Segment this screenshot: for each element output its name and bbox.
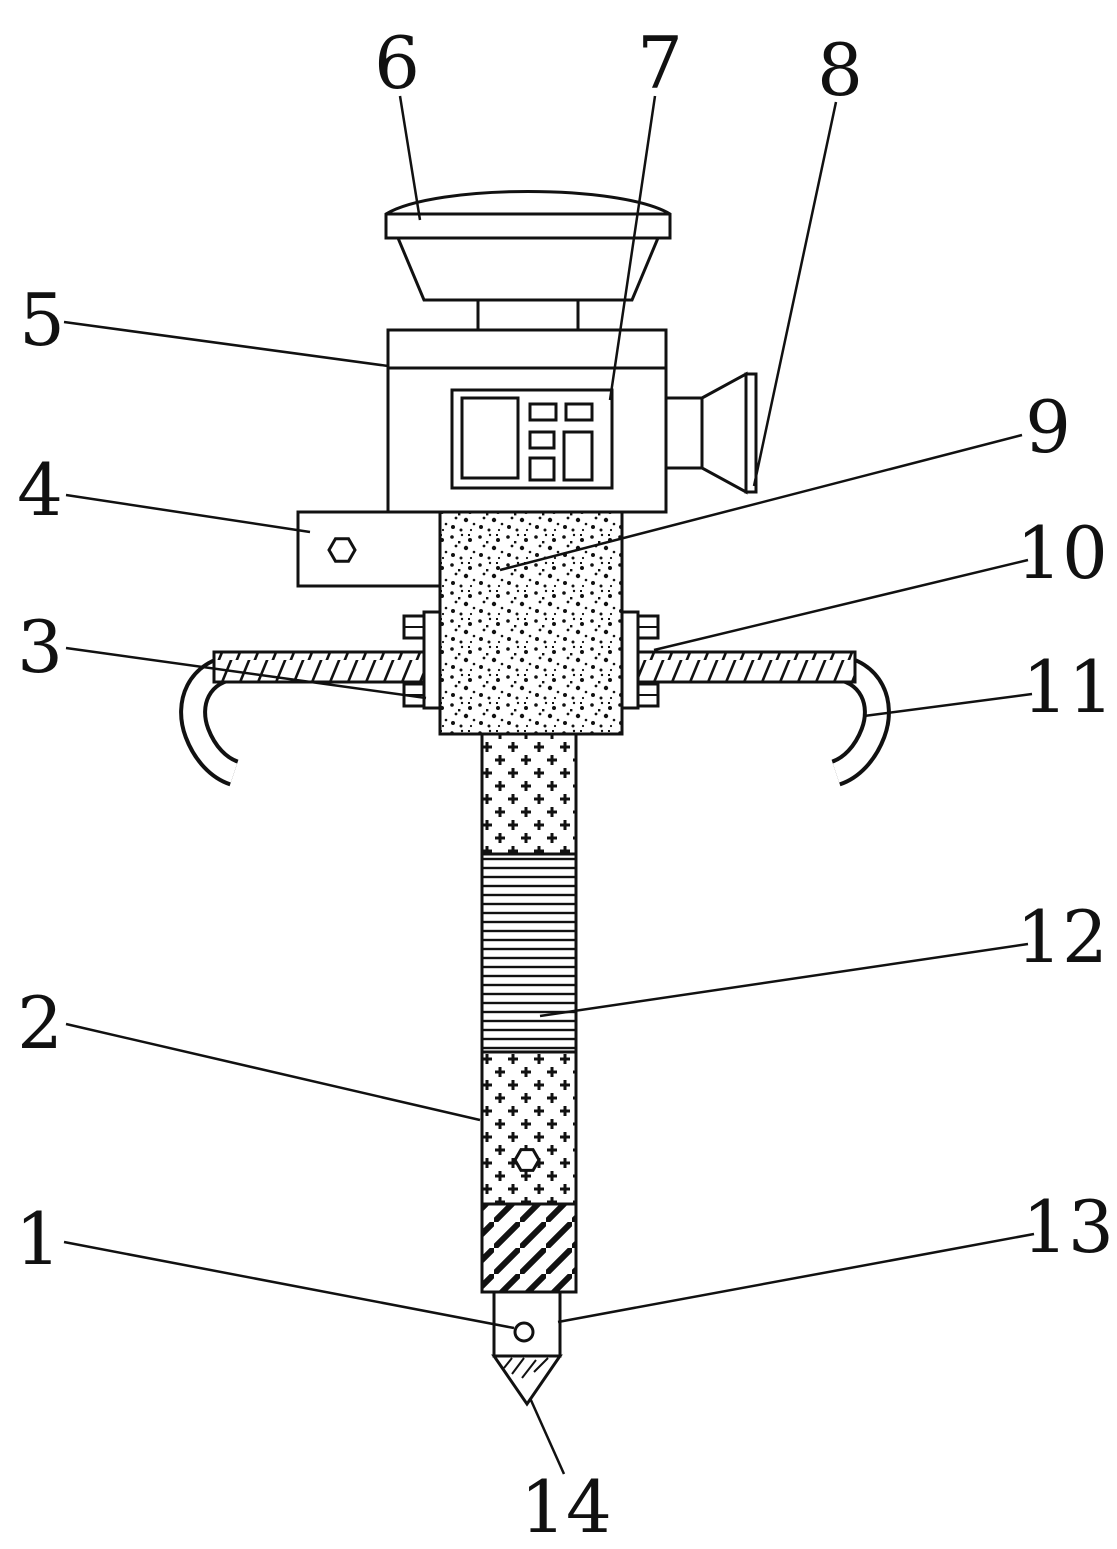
- signal-horn: [664, 371, 758, 495]
- leader-line-6: [398, 95, 422, 221]
- label-8: 8: [817, 28, 863, 112]
- antenna-skirt: [395, 236, 661, 302]
- tip-hole: [513, 1321, 535, 1343]
- label-9: 9: [1025, 385, 1071, 469]
- leader-line-2: [65, 1022, 481, 1122]
- antenna-dome: [384, 190, 672, 302]
- label-4: 4: [17, 448, 63, 532]
- leader-line-12: [539, 942, 1029, 1018]
- striped-section: [480, 1202, 578, 1294]
- leader-line-10: [653, 558, 1029, 652]
- leader-line-4: [65, 493, 311, 534]
- label-7: 7: [637, 21, 683, 105]
- button-2: [564, 402, 594, 422]
- leader-line-14: [528, 1397, 566, 1475]
- label-14: 14: [520, 1465, 612, 1549]
- leader-line-13: [557, 1232, 1035, 1324]
- leader-line-11: [863, 692, 1033, 718]
- side-bracket: [296, 510, 444, 588]
- reference-labels: 6 7 8 5 4 3 2 1 9 10 11 12 13 14: [15, 21, 1114, 1549]
- clamp-plate-right: [620, 610, 640, 710]
- leader-line-3: [65, 646, 427, 700]
- label-6: 6: [374, 21, 420, 105]
- leader-line-1: [63, 1240, 515, 1330]
- leader-line-9: [499, 433, 1023, 572]
- label-5: 5: [19, 278, 65, 362]
- threaded-section: [480, 852, 578, 1054]
- shaft-lower: [480, 1050, 578, 1206]
- label-12: 12: [1016, 895, 1108, 979]
- display-screen: [460, 396, 520, 480]
- bracket-hole: [327, 537, 357, 563]
- label-10: 10: [1016, 511, 1108, 595]
- antenna-neck: [476, 298, 580, 332]
- button-5: [528, 456, 556, 482]
- label-13: 13: [1022, 1185, 1114, 1269]
- clamp-bolt-right-bottom: [636, 682, 660, 708]
- leader-line-7: [608, 95, 657, 401]
- label-1: 1: [15, 1197, 61, 1281]
- shaft-upper: [480, 732, 578, 856]
- hex-bolt: [513, 1148, 541, 1172]
- label-11: 11: [1022, 645, 1114, 729]
- leader-line-5: [63, 320, 389, 368]
- label-3: 3: [17, 605, 63, 689]
- anchor-column: [438, 510, 624, 736]
- display-panel: [450, 388, 614, 490]
- arm-right: [636, 650, 857, 684]
- leader-line-8: [752, 101, 838, 487]
- button-1: [528, 402, 558, 422]
- label-2: 2: [17, 981, 63, 1065]
- button-3: [528, 430, 556, 450]
- arm-left: [212, 650, 426, 684]
- drill-tip: [491, 1354, 563, 1407]
- hook-left: [179, 653, 240, 787]
- hook-right: [830, 653, 891, 787]
- leader-lines: [63, 95, 1035, 1475]
- clamp-plate-left: [422, 610, 442, 710]
- clamp-bolt-right-top: [636, 614, 660, 640]
- clamp-bolt-left-top: [402, 614, 426, 640]
- button-4: [562, 430, 594, 482]
